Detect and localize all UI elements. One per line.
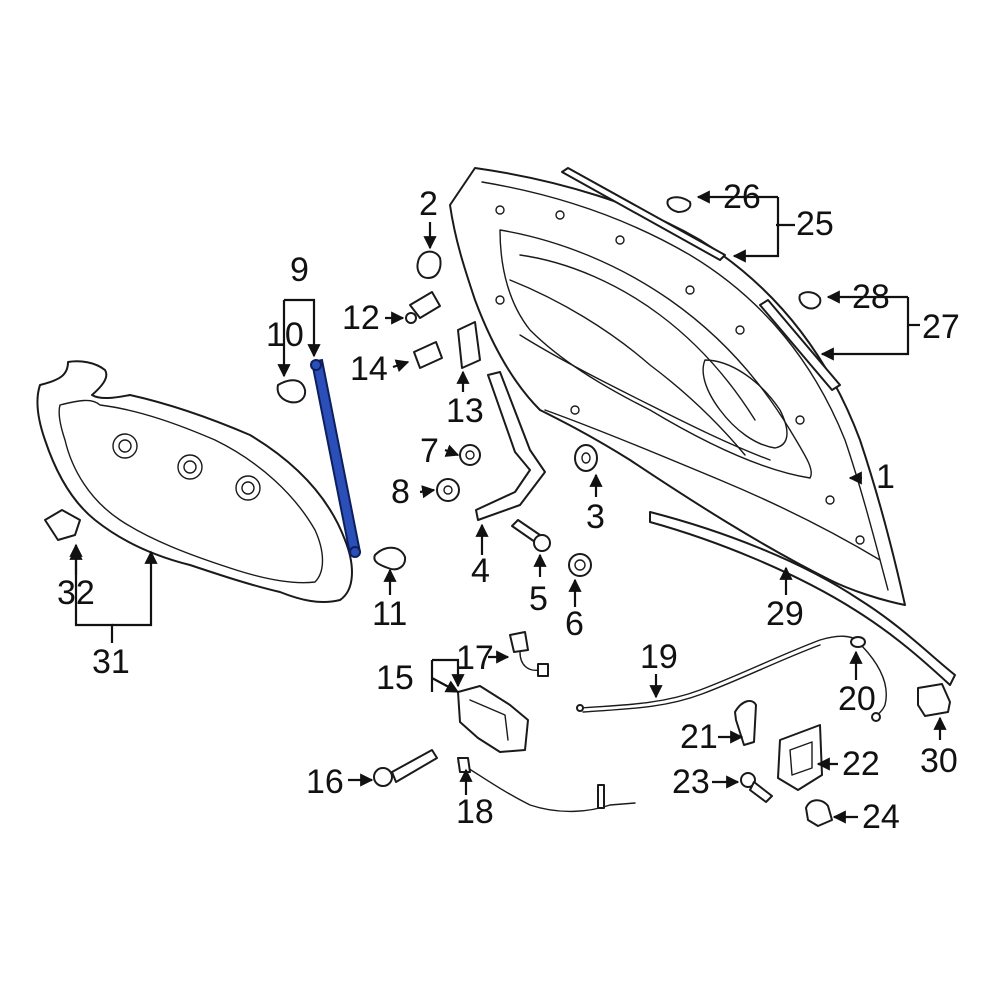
- lift-support: [310, 358, 362, 558]
- callout-32: 32: [57, 574, 95, 612]
- clip-part-28: [798, 291, 822, 310]
- callout-9: 9: [290, 251, 309, 289]
- hood-insulator: [36, 360, 353, 603]
- handle-part-21: [734, 699, 757, 746]
- seal-part-27: [759, 299, 841, 391]
- callout-12: 12: [342, 299, 380, 337]
- pin-part-23: [740, 772, 773, 803]
- callout-27: 27: [922, 308, 960, 346]
- callout-7: 7: [420, 432, 439, 470]
- nut-part-7: [459, 444, 481, 466]
- callout-25: 25: [796, 205, 834, 243]
- callout-14: 14: [350, 350, 388, 388]
- callout-19: 19: [640, 638, 678, 676]
- bolt-part-14: [413, 341, 443, 369]
- callout-10: 10: [266, 316, 304, 354]
- callout-8: 8: [391, 473, 410, 511]
- callout-16: 16: [306, 763, 344, 801]
- callout-30: 30: [920, 742, 958, 780]
- stud-part-12: [405, 291, 441, 324]
- bumper-part-2: [416, 250, 442, 279]
- callout-29: 29: [766, 595, 804, 633]
- seal-part-25: [561, 167, 726, 261]
- callout-5: 5: [529, 580, 548, 618]
- callout-17: 17: [456, 639, 494, 677]
- callout-3: 3: [586, 498, 605, 536]
- callout-26: 26: [723, 178, 761, 216]
- bolt-part-16: [373, 749, 438, 787]
- bracket-part-13: [457, 321, 481, 369]
- cable-part-19: [576, 635, 859, 713]
- bolt-part-5: [511, 519, 551, 552]
- washer-part-3: [574, 444, 598, 472]
- latch-part-15: [457, 685, 529, 753]
- hinge-part-4: [475, 371, 546, 521]
- nut-part-24: [805, 799, 833, 827]
- seal-part-29: [649, 511, 956, 686]
- bumper-part-30: [917, 683, 951, 717]
- callout-31: 31: [92, 643, 130, 681]
- harness-part-18: [457, 757, 636, 813]
- callout-28: 28: [852, 278, 890, 316]
- connector-part-17: [509, 631, 549, 677]
- bracket-part-22: [777, 724, 823, 791]
- callout-labels: 1 2 3 4 5 6 7 8 9 10 11 12 13 14 15 16 1…: [57, 178, 960, 836]
- callout-11: 11: [372, 595, 407, 633]
- callout-23: 23: [672, 763, 710, 801]
- callout-20: 20: [838, 680, 876, 718]
- callout-21: 21: [680, 718, 718, 756]
- callout-4: 4: [471, 552, 490, 590]
- callout-24: 24: [862, 798, 900, 836]
- lift-bracket-lower: [373, 546, 407, 571]
- callout-2: 2: [419, 185, 438, 223]
- lift-bracket-upper: [276, 379, 307, 404]
- insulator-clip: [44, 509, 81, 541]
- callout-22: 22: [842, 745, 880, 783]
- leader-lines: [69, 190, 947, 824]
- callout-1: 1: [876, 458, 895, 496]
- grommet-part-20: [850, 636, 887, 722]
- clip-part-26: [666, 196, 692, 213]
- callout-15: 15: [376, 659, 414, 697]
- callout-6: 6: [565, 605, 584, 643]
- nut-part-6: [568, 553, 592, 577]
- callout-18: 18: [456, 793, 494, 831]
- callout-13: 13: [446, 392, 484, 430]
- nut-part-8: [436, 478, 460, 502]
